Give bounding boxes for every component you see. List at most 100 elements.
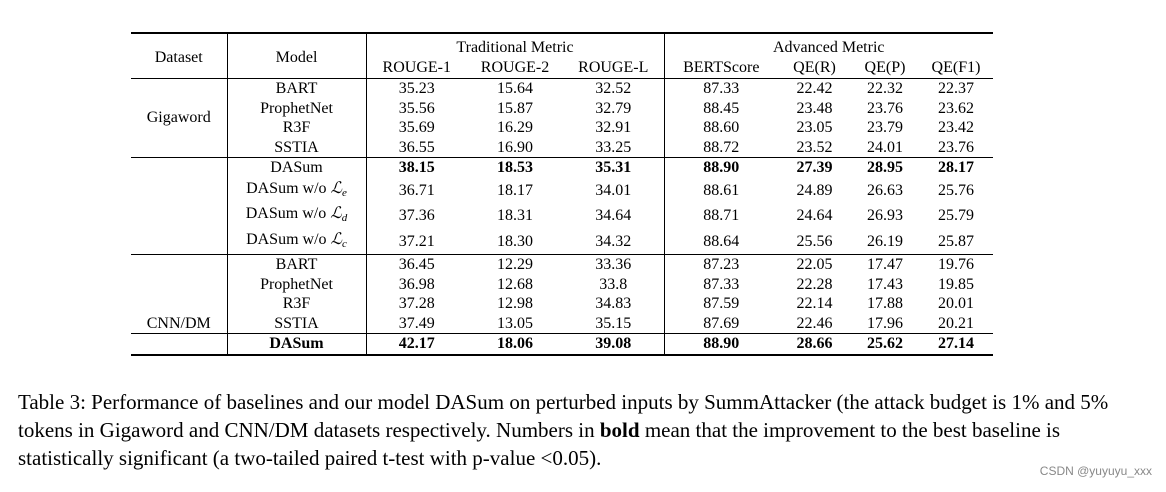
model-cell: R3F (227, 118, 367, 138)
value-cell: 23.76 (938, 138, 974, 156)
caption-bold-word: bold (599, 418, 640, 442)
model-name-prefix: DASum w/o (246, 179, 331, 197)
value-cell: 28.17 (919, 157, 993, 178)
value-cell: 88.90 (664, 333, 778, 356)
value-cell: 23.48 (796, 99, 833, 117)
value-cell: 24.01 (867, 138, 903, 156)
value-cell: 42.17 (366, 333, 467, 356)
value-cell: 24.64 (796, 207, 833, 224)
value-cell: 36.71 (398, 181, 435, 199)
value-cell: 32.79 (563, 98, 665, 118)
value-cell: 88.60 (703, 119, 740, 136)
col-header: QE(F1) (931, 58, 981, 76)
value-cell: 35.15 (563, 313, 665, 334)
value-cell: 34.83 (563, 294, 665, 314)
model-cell: DASum (227, 157, 367, 178)
model-cell: DASum (227, 333, 367, 356)
value-cell: 22.05 (778, 254, 851, 275)
value-cell: 18.30 (497, 232, 533, 250)
model-cell: BART (227, 78, 367, 99)
dataset-header: Dataset (131, 32, 228, 79)
value-cell: 38.15 (366, 157, 467, 178)
value-cell: 19.85 (938, 275, 974, 293)
value-cell: 87.23 (664, 254, 778, 275)
value-cell: 18.06 (467, 333, 563, 356)
value-cell: 20.21 (938, 314, 974, 332)
value-cell: 19.76 (919, 254, 993, 275)
value-cell: 23.52 (796, 138, 833, 156)
value-cell: 25.56 (796, 232, 833, 250)
header-row-1: Dataset Model Traditional Metric Advance… (131, 32, 993, 79)
loss-subscript: d (341, 212, 348, 224)
value-cell: 88.64 (703, 232, 740, 250)
value-cell: 25.76 (938, 181, 974, 199)
value-cell: 34.01 (563, 177, 665, 203)
value-cell: 87.33 (703, 275, 740, 293)
col-header: ROUGE-1 (382, 58, 451, 76)
model-cell: ProphetNet (227, 98, 367, 118)
value-cell: 22.46 (796, 314, 833, 332)
value-cell: 26.63 (867, 181, 903, 199)
value-cell: 22.37 (919, 78, 993, 99)
value-cell: 17.47 (851, 254, 919, 275)
model-cell: DASum w/o ℒc (227, 228, 367, 255)
value-cell: 12.98 (497, 295, 533, 312)
value-cell: 23.62 (938, 99, 974, 117)
value-cell: 17.43 (867, 275, 903, 293)
value-cell: 33.25 (563, 137, 665, 158)
value-cell: 36.98 (398, 275, 435, 293)
value-cell: 17.96 (867, 314, 903, 332)
header-row-2: ROUGE-1 ROUGE-2 ROUGE-L BERTScore QE(R) … (131, 57, 993, 79)
value-cell: 26.19 (867, 232, 903, 250)
col-header: ROUGE-2 (480, 58, 550, 76)
value-cell: 87.59 (703, 295, 740, 312)
value-cell: 16.90 (497, 138, 533, 156)
value-cell: 36.45 (366, 254, 467, 275)
value-cell: 16.29 (497, 119, 533, 136)
watermark: CSDN @yuyuyu_xxx (1039, 464, 1152, 478)
dataset-cell: Gigaword (131, 78, 228, 158)
value-cell: 88.45 (703, 99, 740, 117)
value-cell: 13.05 (497, 314, 533, 332)
value-cell: 25.62 (851, 333, 919, 356)
value-cell: 37.49 (398, 314, 435, 332)
value-cell: 15.64 (467, 78, 563, 99)
value-cell: 87.33 (664, 78, 778, 99)
model-cell: DASum w/o ℒe (227, 177, 367, 203)
traditional-metric-header: Traditional Metric (366, 32, 665, 58)
value-cell: 37.28 (398, 295, 435, 312)
value-cell: 37.21 (398, 232, 435, 250)
value-cell: 88.61 (703, 181, 740, 199)
loss-subscript: e (342, 186, 347, 199)
caption-text: Table 3: Performance of baselines and ou… (18, 390, 1109, 442)
value-cell: 35.31 (563, 157, 665, 178)
value-cell: 32.52 (563, 78, 665, 99)
value-cell: 28.95 (851, 157, 919, 178)
value-cell: 17.88 (867, 295, 903, 312)
dataset-cell-empty (131, 333, 228, 356)
col-header: QE(R) (793, 58, 836, 76)
model-cell: BART (227, 254, 367, 275)
col-header: ROUGE-L (563, 57, 665, 79)
caption-text-end: mean that the improvement to the best ba… (18, 418, 1061, 470)
value-cell: 36.55 (398, 138, 435, 156)
value-cell: 39.08 (563, 333, 665, 356)
model-name-prefix: DASum w/o (246, 230, 331, 248)
value-cell: 35.56 (398, 99, 435, 117)
value-cell: 23.42 (938, 119, 974, 136)
loss-symbol: ℒ (330, 203, 342, 222)
value-cell: 25.87 (938, 232, 974, 250)
loss-subscript: c (342, 237, 347, 250)
value-cell: 87.69 (703, 314, 740, 332)
value-cell: 18.17 (497, 181, 533, 199)
value-cell: 27.14 (919, 333, 993, 356)
value-cell: 22.14 (796, 295, 833, 312)
